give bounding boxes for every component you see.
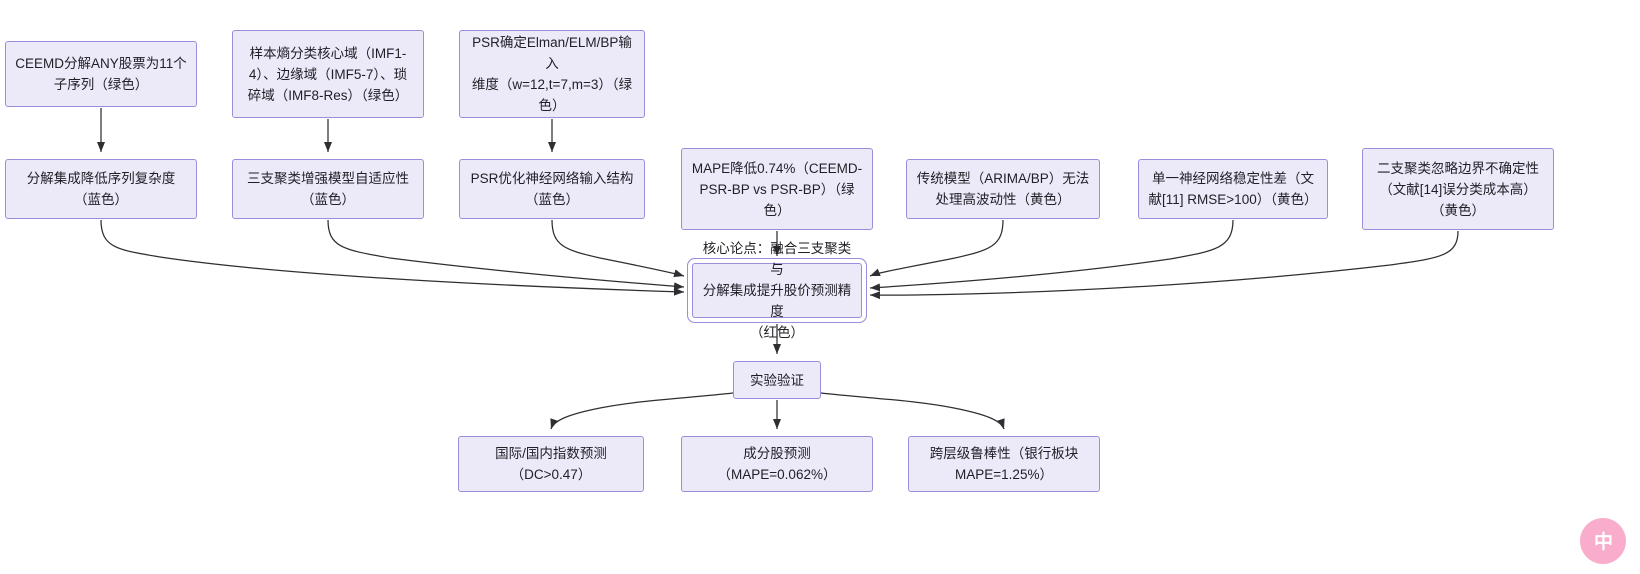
- node-label: 样本熵分类核心域（IMF1- 4）、边缘域（IMF5-7）、琐 碎域（IMF8-…: [247, 45, 409, 103]
- edge-adaptivity-to-core: [327, 219, 685, 291]
- node-three-way-clustering-adaptivity[interactable]: 三支聚类增强模型自适应性 （蓝色）: [232, 159, 424, 219]
- node-psr-optimizes-network-input[interactable]: PSR优化神经网络输入结构 （蓝色）: [459, 159, 645, 219]
- node-label: 传统模型（ARIMA/BP）无法 处理高波动性（黄色）: [916, 171, 1090, 207]
- node-label: PSR确定Elman/ELM/BP输入 维度（w=12,t=7,m=3）（绿 色…: [471, 35, 633, 113]
- node-label: 单一神经网络稳定性差（文 献[11] RMSE>100）（黄色）: [1148, 171, 1318, 207]
- edge-experiment-to-index: [550, 392, 734, 430]
- watermark-badge: 中: [1580, 518, 1626, 564]
- node-label: MAPE降低0.74%（CEEMD- PSR-BP vs PSR-BP）（绿 色…: [691, 160, 863, 218]
- node-label: CEEMD分解ANY股票为11个 子序列（绿色）: [15, 56, 187, 92]
- node-label: 成分股预测 （MAPE=0.062%）: [717, 446, 837, 482]
- node-label: 实验验证: [750, 372, 804, 388]
- node-label: 国际/国内指数预测 （DC>0.47）: [495, 446, 607, 482]
- watermark-label: 中: [1593, 531, 1613, 553]
- node-label: 二支聚类忽略边界不确定性 （文献[14]误分类成本高） （黄色）: [1377, 160, 1539, 218]
- edge-traditional-to-core: [869, 219, 1004, 277]
- node-label: PSR优化神经网络输入结构 （蓝色）: [470, 171, 634, 207]
- edge-twoway-to-core: [869, 230, 1459, 300]
- node-psr-input-dimension[interactable]: PSR确定Elman/ELM/BP输入 维度（w=12,t=7,m=3）（绿 色…: [459, 30, 645, 118]
- node-traditional-model-limitation[interactable]: 传统模型（ARIMA/BP）无法 处理高波动性（黄色）: [906, 159, 1100, 219]
- node-cross-level-robustness-result[interactable]: 跨层级鲁棒性（银行板块 MAPE=1.25%）: [908, 436, 1100, 492]
- node-experiment-validation[interactable]: 实验验证: [733, 361, 821, 399]
- node-label: 三支聚类增强模型自适应性 （蓝色）: [247, 171, 409, 207]
- edge-experiment-to-robust: [820, 392, 1005, 430]
- node-label: 核心论点：融合三支聚类与 分解集成提升股价预测精度 （红色）: [702, 241, 852, 340]
- node-ceemd-decompose[interactable]: CEEMD分解ANY股票为11个 子序列（绿色）: [5, 41, 197, 107]
- node-core-claim[interactable]: 核心论点：融合三支聚类与 分解集成提升股价预测精度 （红色）: [692, 241, 862, 340]
- node-two-way-clustering-boundary-gap[interactable]: 二支聚类忽略边界不确定性 （文献[14]误分类成本高） （黄色）: [1362, 148, 1554, 230]
- node-index-forecast-result[interactable]: 国际/国内指数预测 （DC>0.47）: [458, 436, 644, 492]
- node-decomposition-reduces-complexity[interactable]: 分解集成降低序列复杂度 （蓝色）: [5, 159, 197, 219]
- node-sample-entropy-classification[interactable]: 样本熵分类核心域（IMF1- 4）、边缘域（IMF5-7）、琐 碎域（IMF8-…: [232, 30, 424, 118]
- node-constituent-stock-forecast-result[interactable]: 成分股预测 （MAPE=0.062%）: [681, 436, 873, 492]
- edge-psropt-to-core: [551, 219, 685, 278]
- node-single-network-instability[interactable]: 单一神经网络稳定性差（文 献[11] RMSE>100）（黄色）: [1138, 159, 1328, 219]
- node-label: 分解集成降低序列复杂度 （蓝色）: [26, 171, 176, 207]
- edge-complexity-to-core: [100, 219, 685, 296]
- node-label: 跨层级鲁棒性（银行板块 MAPE=1.25%）: [929, 446, 1079, 482]
- node-mape-reduction-evidence[interactable]: MAPE降低0.74%（CEEMD- PSR-BP vs PSR-BP）（绿 色…: [681, 148, 873, 230]
- edge-singlenet-to-core: [869, 219, 1234, 292]
